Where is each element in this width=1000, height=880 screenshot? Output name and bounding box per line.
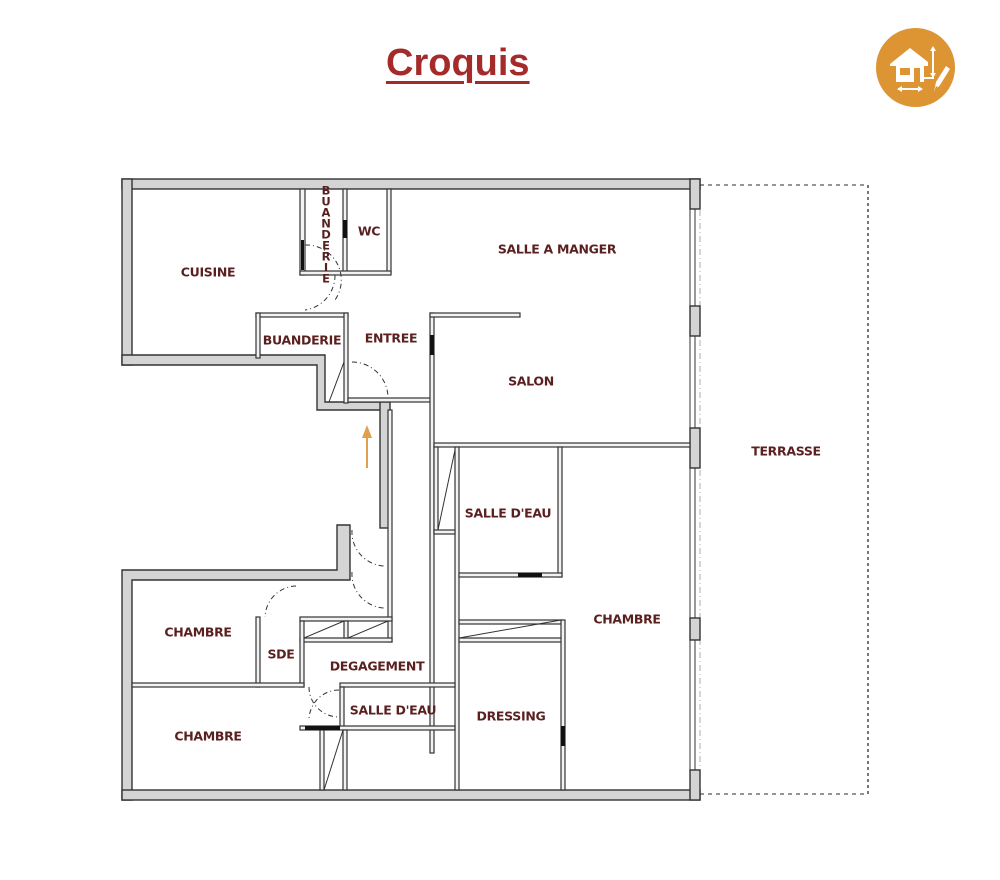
- terrasse-outline: [699, 184, 869, 795]
- room-label-chambre-2: CHAMBRE: [174, 728, 242, 744]
- room-label-wc: WC: [357, 223, 381, 239]
- room-label-cuisine: CUISINE: [180, 264, 236, 280]
- entrance-arrow-icon: [362, 425, 372, 468]
- room-label-chambre-1: CHAMBRE: [164, 624, 232, 640]
- right-windows: [689, 209, 696, 770]
- door-swings: [264, 244, 389, 721]
- house-plan-pencil-icon: [876, 28, 955, 107]
- room-label-salle-a-manger: SALLE A MANGER: [497, 241, 617, 257]
- exterior-walls: [121, 178, 701, 801]
- room-label-dressing: DRESSING: [476, 708, 546, 724]
- room-label-buanderie-top: BUANDERIE: [319, 183, 333, 283]
- room-label-degagement: DEGAGEMENT: [329, 658, 425, 674]
- room-label-terrasse: TERRASSE: [751, 443, 821, 459]
- closet-diagonals: [303, 361, 562, 791]
- room-label-entree: ENTREE: [364, 330, 418, 346]
- page-title: Croquis: [386, 42, 530, 84]
- interior-walls: [131, 188, 691, 791]
- room-label-chambre-3: CHAMBRE: [593, 611, 661, 627]
- room-label-buanderie: BUANDERIE: [262, 332, 342, 348]
- door-panels: [301, 220, 565, 746]
- room-label-salle-d-eau-1: SALLE D'EAU: [464, 505, 552, 521]
- room-label-salle-d-eau-2: SALLE D'EAU: [349, 702, 437, 718]
- room-label-salon: SALON: [508, 373, 554, 389]
- room-label-sde: SDE: [267, 646, 295, 662]
